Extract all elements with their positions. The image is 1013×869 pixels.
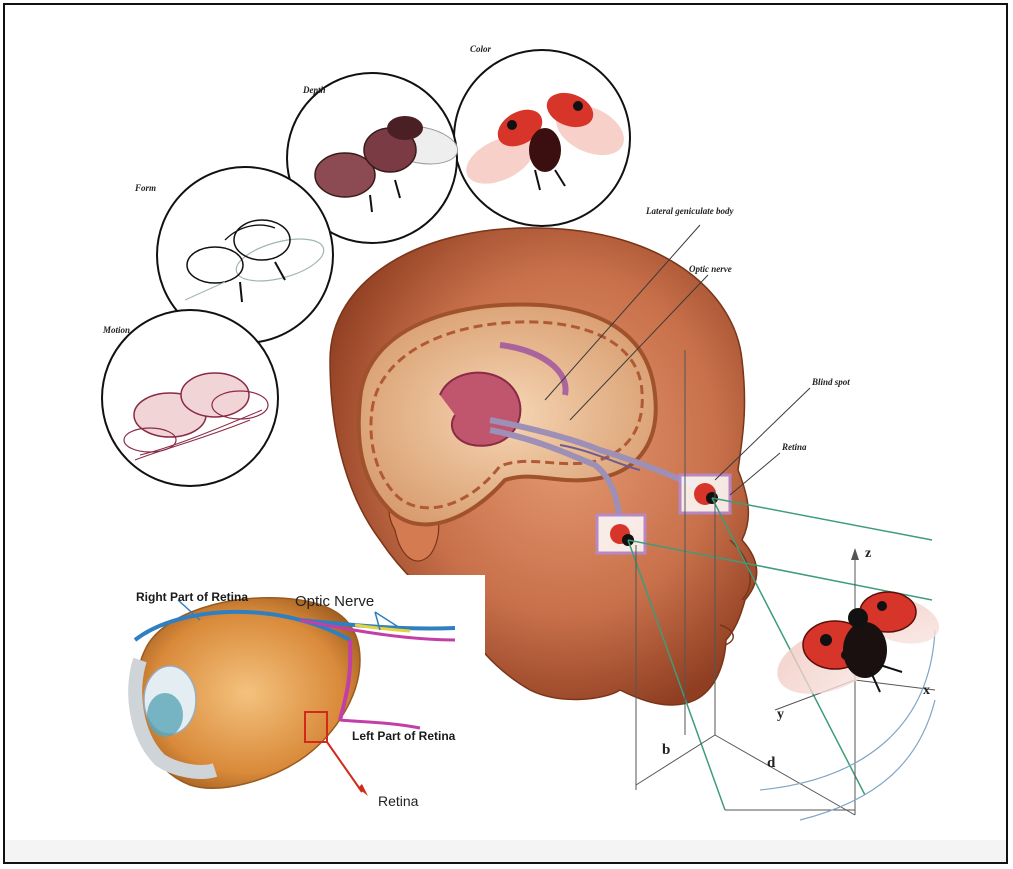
label-blind-spot: Blind spot — [811, 377, 850, 387]
ladybug-foreground — [768, 588, 944, 707]
eye-inset — [112, 575, 485, 820]
axis-label-z: z — [865, 546, 871, 561]
label-retina-head: Retina — [781, 442, 807, 452]
axis-label-y: y — [777, 707, 784, 722]
label-retina-inset: Retina — [378, 793, 419, 809]
eye-left — [597, 515, 645, 553]
circle-motion — [102, 310, 278, 486]
circle-color — [454, 50, 632, 226]
label-lateral-geniculate-body: Lateral geniculate body — [645, 206, 734, 216]
label-depth: Depth — [302, 85, 326, 95]
axis-label-x: x — [923, 683, 930, 698]
distance-label-d: d — [767, 755, 776, 771]
label-optic-nerve-inset: Optic Nerve — [295, 593, 374, 610]
distance-label-b: b — [662, 742, 670, 758]
label-optic-nerve: Optic nerve — [689, 264, 732, 274]
label-color: Color — [470, 44, 492, 54]
eye-right — [680, 475, 730, 513]
label-left-part-of-retina: Left Part of Retina — [352, 729, 456, 743]
label-form: Form — [134, 183, 156, 193]
label-motion: Motion — [102, 325, 130, 335]
label-right-part-of-retina: Right Part of Retina — [136, 590, 248, 604]
